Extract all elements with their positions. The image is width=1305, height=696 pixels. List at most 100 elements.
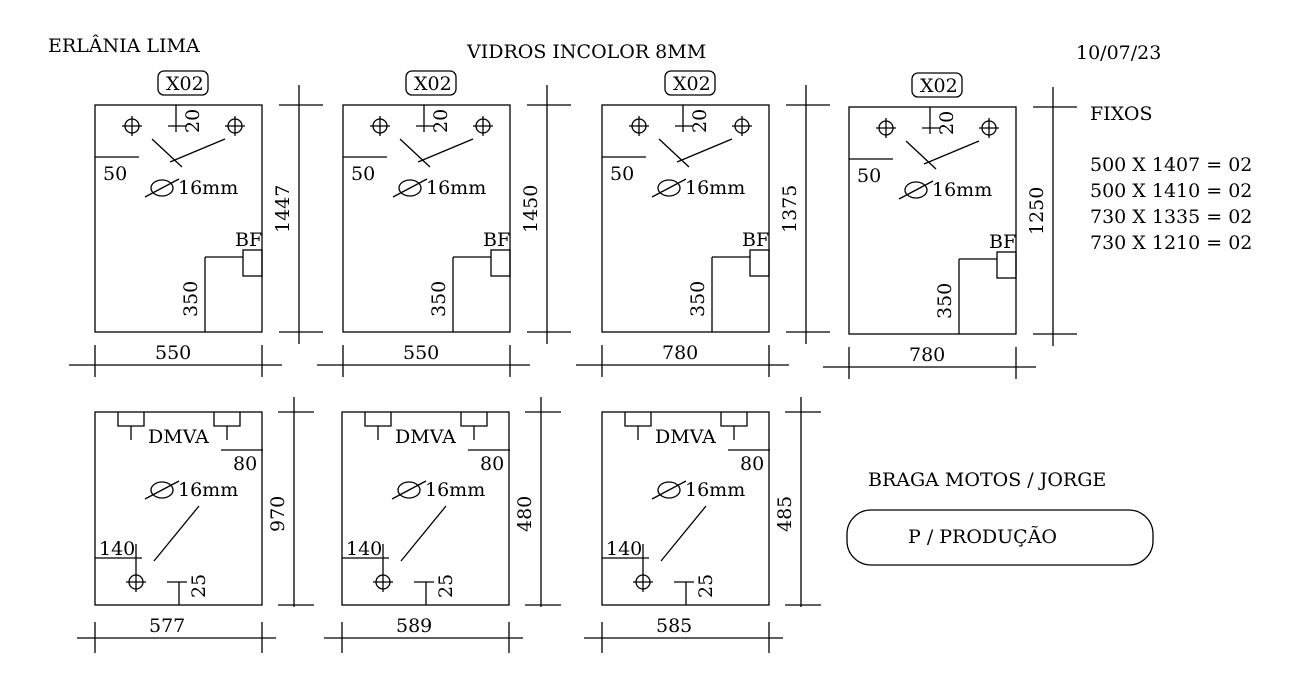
diameter-symbol — [150, 179, 174, 197]
diameter-symbol — [657, 179, 681, 197]
author-name: ERLÂNIA LIMA — [48, 35, 200, 57]
tag-box — [405, 70, 457, 96]
dmva-notch-right — [460, 412, 488, 427]
panel-width-label: 780 — [662, 342, 698, 364]
production-note-box — [846, 509, 1154, 566]
bottom-offset-label: 25 — [188, 574, 210, 598]
panel-height-label: 970 — [267, 496, 289, 532]
leader-line — [399, 138, 431, 168]
top-offset-label: 20 — [430, 109, 452, 133]
bf-box — [996, 251, 1017, 279]
glass-panel-bottom: DMVA 80 16mm 140 25 480 589 — [324, 397, 561, 653]
diameter-symbol — [657, 481, 681, 499]
drawing-title: VIDROS INCOLOR 8MM — [467, 41, 707, 63]
diameter-symbol — [150, 481, 174, 499]
leader-line — [676, 138, 733, 163]
bottom-offset-label: 25 — [695, 574, 717, 598]
glass-panel-bottom: DMVA 80 16mm 140 25 970 577 — [77, 397, 314, 653]
bf-height-label: 350 — [687, 281, 709, 317]
panel-width-label: 585 — [656, 615, 692, 637]
panel-height-label: 485 — [774, 496, 796, 532]
dmva-notch-left — [624, 412, 652, 427]
dmva-notch-right — [720, 412, 748, 427]
fixos-line: 730 X 1210 = 02 — [1090, 232, 1253, 254]
diameter-slash — [651, 178, 687, 198]
hole-diameter-label: 16mm — [685, 177, 745, 199]
panel-height-label: 480 — [514, 496, 536, 532]
hole-diameter-label: 16mm — [932, 179, 992, 201]
leader-line — [923, 140, 980, 165]
bf-height-label: 350 — [428, 281, 450, 317]
bf-box — [749, 249, 770, 277]
diameter-slash — [898, 180, 934, 200]
drawing-date: 10/07/23 — [1076, 42, 1162, 64]
panel-tag: X02 — [673, 73, 711, 95]
production-note: P / PRODUÇÃO — [908, 526, 1057, 548]
side-offset-label: 50 — [857, 165, 881, 187]
tag-box — [664, 70, 716, 96]
side-offset-label: 50 — [103, 163, 127, 185]
tag-box — [911, 72, 963, 98]
panel-outline — [342, 104, 511, 333]
bf-box — [490, 249, 511, 277]
hole-diameter-label: 16mm — [426, 177, 486, 199]
panel-height-label: 1250 — [1026, 187, 1048, 235]
leader-line — [658, 138, 690, 168]
panel-height-label: 1447 — [272, 185, 294, 233]
panel-outline — [848, 106, 1017, 335]
panel-width-label: 550 — [155, 342, 191, 364]
leader-line — [169, 138, 226, 163]
diameter-symbol — [397, 481, 421, 499]
leader-line — [400, 505, 447, 562]
diameter-slash — [392, 178, 428, 198]
leader-line — [660, 505, 707, 562]
top-offset-label: 20 — [689, 109, 711, 133]
fixos-line: 500 X 1410 = 02 — [1090, 180, 1253, 202]
hole-diameter-label: 16mm — [425, 479, 485, 501]
panel-width-label: 550 — [403, 342, 439, 364]
tag-box — [157, 70, 209, 96]
fixos-line: 730 X 1335 = 02 — [1090, 206, 1253, 228]
dmva-offset-label: 80 — [740, 453, 764, 475]
side-offset-label: 50 — [351, 163, 375, 185]
bf-box — [242, 249, 263, 277]
fixos-line: 500 X 1407 = 02 — [1090, 154, 1253, 176]
diameter-symbol — [398, 179, 422, 197]
dmva-offset-label: 80 — [480, 453, 504, 475]
bf-label: BF — [235, 229, 262, 251]
hole-diameter-label: 16mm — [178, 479, 238, 501]
bf-height-label: 350 — [934, 283, 956, 319]
panel-height-label: 1375 — [779, 185, 801, 233]
dmva-notch-left — [117, 412, 145, 427]
side-offset-label: 140 — [346, 538, 382, 560]
bottom-offset-label: 25 — [435, 574, 457, 598]
panel-width-label: 780 — [909, 344, 945, 366]
dmva-notch-left — [364, 412, 392, 427]
dmva-offset-label: 80 — [233, 453, 257, 475]
hole-diameter-label: 16mm — [685, 479, 745, 501]
panel-width-label: 589 — [396, 615, 432, 637]
leader-line — [905, 140, 937, 170]
top-offset-label: 20 — [936, 111, 958, 135]
diameter-slash — [144, 178, 180, 198]
top-offset-label: 20 — [182, 109, 204, 133]
panel-outline — [601, 104, 770, 333]
diameter-slash — [391, 480, 427, 500]
dmva-label: DMVA — [655, 426, 716, 448]
dmva-label: DMVA — [148, 426, 209, 448]
panel-width-label: 577 — [149, 615, 185, 637]
panel-tag: X02 — [166, 73, 204, 95]
diameter-slash — [144, 480, 180, 500]
bf-height-label: 350 — [180, 281, 202, 317]
leader-line — [417, 138, 474, 163]
client-name: BRAGA MOTOS / JORGE — [868, 469, 1107, 491]
panel-tag: X02 — [414, 73, 452, 95]
side-offset-label: 140 — [99, 538, 135, 560]
dmva-label: DMVA — [395, 426, 456, 448]
